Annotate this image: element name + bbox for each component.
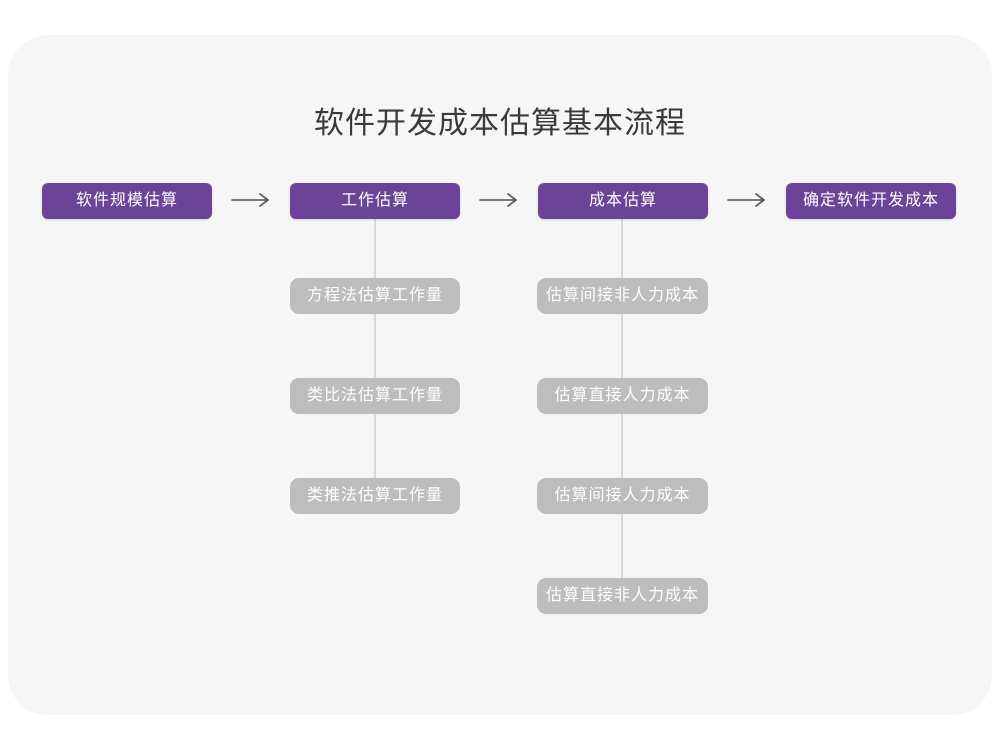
connector-line-work-column (374, 219, 376, 478)
arrow-right-icon (727, 193, 765, 207)
diagram-card (8, 35, 992, 715)
sub-node-direct-labor-cost: 估算直接人力成本 (537, 378, 708, 414)
flow-step-cost-estimation: 成本估算 (538, 183, 708, 219)
arrow-right-icon (231, 193, 269, 207)
flow-step-work-estimation: 工作估算 (290, 183, 460, 219)
sub-node-indirect-nonlabor-cost: 估算间接非人力成本 (537, 278, 708, 314)
sub-node-equation-method: 方程法估算工作量 (290, 278, 460, 314)
sub-node-direct-nonlabor-cost: 估算直接非人力成本 (537, 578, 708, 614)
flow-step-software-scale-estimation: 软件规模估算 (42, 183, 212, 219)
arrow-right-icon (479, 193, 517, 207)
sub-node-extrapolation-method: 类推法估算工作量 (290, 478, 460, 514)
sub-node-indirect-labor-cost: 估算间接人力成本 (537, 478, 708, 514)
page-title: 软件开发成本估算基本流程 (314, 107, 686, 140)
flow-step-determine-dev-cost: 确定软件开发成本 (786, 183, 956, 219)
sub-node-analogy-method: 类比法估算工作量 (290, 378, 460, 414)
